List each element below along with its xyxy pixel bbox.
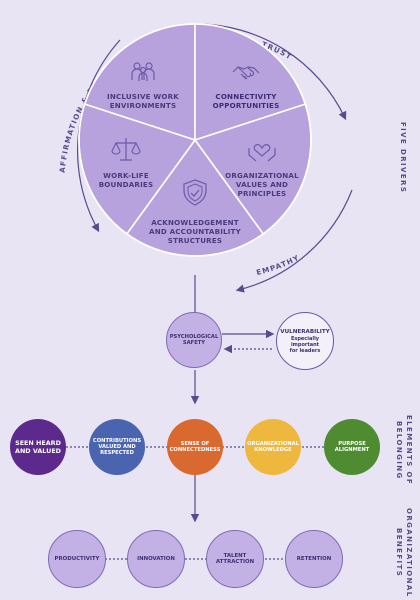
scales-icon	[111, 138, 141, 161]
handshake-icon	[232, 66, 260, 80]
benefit-innovation: INNOVATION	[127, 530, 185, 588]
elements-of-belonging-label: ELEMENTS OF BELONGING	[395, 414, 413, 486]
organizational-benefits-label: ORGANIZATIONAL BENEFITS	[395, 507, 413, 598]
empathy-arc-arrow	[235, 189, 353, 293]
benefit-retention: RETENTION	[285, 530, 343, 588]
vulnerability-node: VULNERABILITY Especially important for l…	[276, 312, 334, 370]
people-group-icon	[131, 62, 155, 81]
wheel-outline	[78, 23, 312, 257]
five-drivers-label: FIVE DRIVERS	[399, 122, 407, 194]
heart-hands-icon	[248, 144, 276, 162]
shield-check-icon	[183, 179, 207, 206]
benefit-productivity: PRODUCTIVITY	[48, 530, 106, 588]
